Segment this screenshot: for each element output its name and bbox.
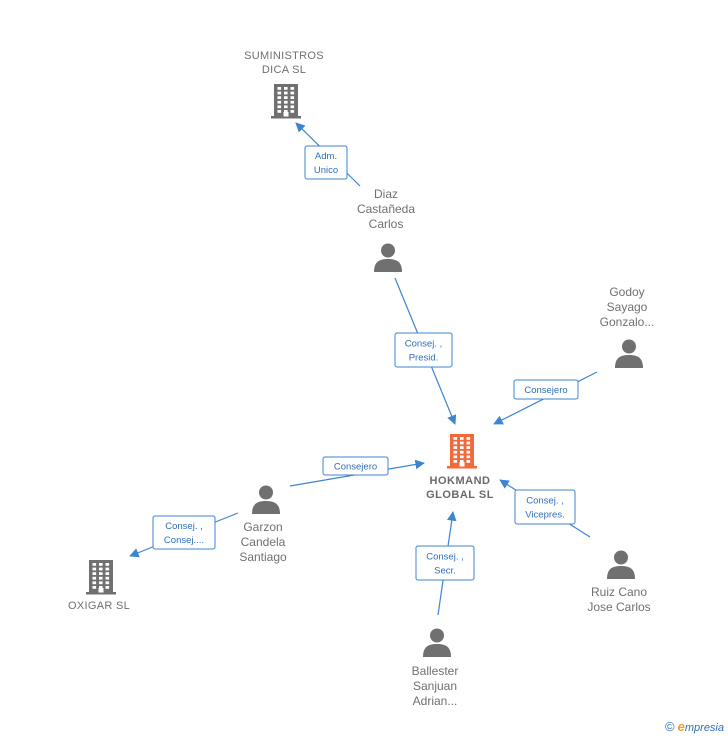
- node-label-line: Candela: [241, 535, 286, 549]
- edge-label-line: Consejero: [334, 462, 377, 473]
- building-icon: [447, 434, 477, 469]
- empresia-watermark[interactable]: ©empresia: [665, 719, 724, 734]
- person-icon: [423, 628, 451, 657]
- edge-label-box[interactable]: [152, 515, 216, 550]
- edge-label-line: Presid.: [409, 353, 439, 364]
- node-oxigar[interactable]: OXIGAR SL: [68, 560, 130, 612]
- node-label-line: GLOBAL SL: [426, 489, 494, 501]
- edge-ruiz-hokmand[interactable]: Consej. , Vicepres.: [499, 479, 591, 538]
- copyright-symbol: ©: [665, 719, 675, 734]
- edge-label-box[interactable]: [514, 489, 576, 525]
- building-icon: [86, 560, 116, 595]
- brand-name: mpresia: [684, 722, 724, 734]
- node-suministros[interactable]: SUMINISTROS DICA SL: [244, 50, 324, 119]
- edge-label-box[interactable]: [415, 545, 475, 581]
- node-label-line: Ruiz Cano: [591, 585, 647, 599]
- node-label-line: Diaz: [374, 187, 398, 201]
- edge-label-box[interactable]: [322, 456, 389, 476]
- node-label-line: HOKMAND: [430, 475, 491, 487]
- node-label-line: Godoy: [609, 285, 644, 299]
- node-ballester[interactable]: BallesterSanjuanAdrian...: [412, 628, 459, 709]
- edge-godoy-hokmand[interactable]: Consejero: [493, 371, 598, 425]
- edge-garzon-oxigar[interactable]: Consej. , Consej....: [129, 512, 239, 558]
- nodes-layer: SUMINISTROS DICA SL DiazCastañedaCarlosGod…: [68, 50, 654, 708]
- person-icon: [615, 339, 643, 368]
- edge-label-line: Consej. ,: [405, 339, 443, 350]
- edge-label-box[interactable]: [394, 332, 453, 368]
- edge-label-line: Consej. ,: [426, 552, 464, 563]
- node-label-line: Garzon: [243, 520, 282, 534]
- node-godoy[interactable]: GodoySayagoGonzalo...: [600, 285, 655, 368]
- node-label-line: SUMINISTROS: [244, 50, 324, 62]
- node-label-line: Adrian...: [413, 694, 458, 708]
- edge-label-line: Secr.: [434, 566, 456, 577]
- node-label-line: OXIGAR SL: [68, 600, 130, 612]
- node-hokmand[interactable]: HOKMAND GLOBAL SL: [426, 434, 494, 501]
- person-icon: [252, 485, 280, 514]
- edge-label-line: Consejero: [524, 385, 567, 396]
- person-icon: [374, 243, 402, 272]
- edge-label-line: Consej. ,: [526, 496, 564, 507]
- edge-label-line: Unico: [314, 165, 338, 176]
- node-label-line: Sayago: [607, 300, 648, 314]
- node-label-line: Carlos: [369, 217, 404, 231]
- person-icon: [607, 550, 635, 579]
- node-label-line: Santiago: [239, 550, 287, 564]
- edge-diaz-suministros[interactable]: Adm. Unico: [295, 122, 361, 187]
- edge-label-line: Adm.: [315, 151, 337, 162]
- edge-label-line: Vicepres.: [525, 510, 564, 521]
- node-label-line: Jose Carlos: [587, 600, 650, 614]
- edge-label-box[interactable]: [304, 145, 348, 180]
- edge-ballester-hokmand[interactable]: Consej. , Secr.: [415, 511, 475, 616]
- building-icon: [271, 84, 301, 119]
- edge-label-line: Consej....: [164, 535, 204, 546]
- edge-diaz-hokmand[interactable]: Consej. , Presid.: [394, 277, 457, 425]
- node-label-line: Gonzalo...: [600, 315, 655, 329]
- edge-garzon-hokmand[interactable]: Consejero: [289, 456, 425, 487]
- node-label-line: Castañeda: [357, 202, 415, 216]
- brand-initial: e: [677, 719, 685, 734]
- node-label-line: DICA SL: [262, 64, 306, 76]
- edge-label-line: Consej. ,: [165, 521, 203, 532]
- node-label-line: Ballester: [412, 664, 459, 678]
- edge-label-box[interactable]: [513, 379, 579, 400]
- node-label-line: Sanjuan: [413, 679, 457, 693]
